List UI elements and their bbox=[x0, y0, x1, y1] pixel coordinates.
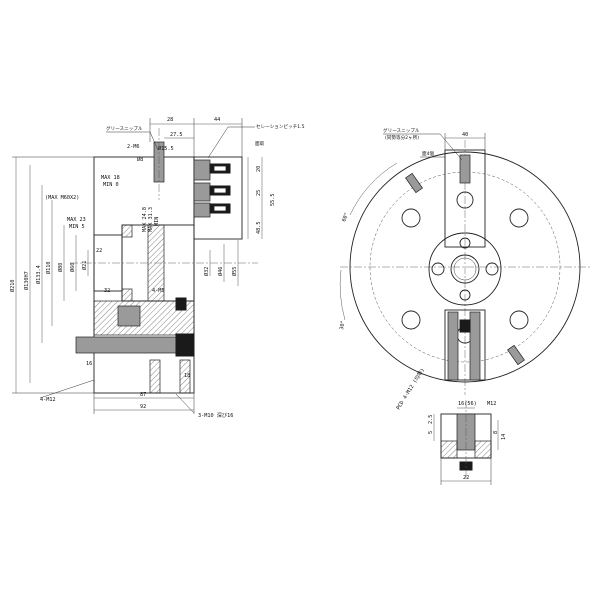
dim-92: 92 bbox=[140, 404, 146, 410]
front-view: グリースニップル (同勢等分2ヶ所) 40 面4個 60° 30° PCD 4-… bbox=[339, 127, 592, 411]
label-32: 32 bbox=[104, 288, 110, 294]
label-1656: 16(56) bbox=[458, 401, 477, 407]
hatched-sleeve-bottom bbox=[121, 288, 133, 302]
label-angle-60: 60° bbox=[341, 212, 350, 223]
label-max23: MAX 23 bbox=[67, 217, 86, 223]
grease-nipple-front-1 bbox=[405, 172, 423, 194]
top-jaw bbox=[444, 149, 486, 248]
label-min5: MIN 5 bbox=[69, 224, 85, 230]
label-18: 18 bbox=[184, 373, 190, 379]
dim-phi21: Ø21 bbox=[81, 261, 88, 270]
label-maxm60: (MAX M60X2) bbox=[45, 195, 79, 201]
label-phi8: Ø8 bbox=[137, 156, 143, 163]
label-3m10: 3-M10 深び16 bbox=[198, 411, 233, 419]
label-4m5: 4-M5 bbox=[152, 288, 165, 294]
gray-jaw-mid bbox=[193, 182, 211, 202]
dim-phi110: Ø110 bbox=[45, 262, 52, 275]
dim-phi133-4: Ø133.4 bbox=[35, 265, 42, 284]
bottom-jaw bbox=[444, 309, 486, 381]
dim-28: 28 bbox=[167, 117, 173, 123]
label-22: 22 bbox=[96, 248, 102, 254]
gray-jaw-top bbox=[193, 159, 211, 181]
screw-2-inner bbox=[213, 187, 227, 194]
body-main bbox=[93, 156, 195, 394]
label-5: 5 bbox=[428, 431, 434, 434]
center-bore bbox=[450, 254, 480, 284]
label-grease-sub: (同勢等分2ヶ所) bbox=[385, 134, 419, 141]
dim-27-5: 27.5 bbox=[170, 132, 183, 138]
label-min: MIN bbox=[154, 217, 160, 226]
dim-phi130h7: Ø130H7 bbox=[23, 271, 30, 290]
bolt-hole-3 bbox=[401, 310, 421, 330]
dim-phi80: Ø80 bbox=[57, 263, 64, 272]
dim-20: 20 bbox=[256, 166, 262, 172]
label-chamfer: 面取 bbox=[255, 141, 265, 147]
gray-jaw-low bbox=[193, 202, 211, 218]
grease-nipple-front-2 bbox=[507, 344, 525, 366]
dim-44: 44 bbox=[214, 117, 220, 123]
label-22-detail: 22 bbox=[463, 475, 469, 481]
label-14: 14 bbox=[501, 434, 507, 440]
label-phi15-5: Ø15.5 bbox=[158, 145, 174, 152]
dim-40: 40 bbox=[462, 132, 468, 138]
side-view: 28 44 27.5 グリースニップル 2-M6 Ø8 Ø15.5 セレーション… bbox=[9, 117, 305, 419]
label-16: 16 bbox=[86, 361, 92, 367]
dim-48-5: 48.5 bbox=[256, 222, 262, 235]
dim-phi55: Ø55 bbox=[231, 267, 238, 276]
dim-phi60: Ø60 bbox=[69, 263, 76, 272]
screw-3-inner bbox=[213, 205, 227, 212]
label-max31-3: MAX 31.3 bbox=[148, 207, 154, 232]
label-m12: M12 bbox=[487, 401, 496, 407]
detail-view: 16(56) M12 2.5 5 8 14 22 bbox=[428, 400, 507, 485]
label-8: 8 bbox=[493, 431, 499, 434]
label-4m12: 4-M12 bbox=[40, 397, 56, 403]
label-grease-side: グリースニップル bbox=[106, 125, 143, 132]
small-screw bbox=[117, 305, 141, 327]
dim-phi46: Ø46 bbox=[217, 267, 224, 276]
label-face: 面4個 bbox=[422, 150, 435, 157]
label-grease-front: グリースニップル bbox=[383, 127, 420, 134]
label-pcd: PCD 4-M12 (均等) bbox=[394, 366, 426, 411]
screw-1-inner bbox=[213, 165, 227, 172]
bottom-bolt-head bbox=[175, 333, 195, 357]
label-min0: MIN 0 bbox=[103, 182, 119, 188]
center-hub bbox=[428, 232, 502, 306]
dim-25: 25 bbox=[256, 190, 262, 196]
label-max24-8: MAX 24.8 bbox=[142, 207, 148, 232]
bolt-hole-1 bbox=[401, 208, 421, 228]
bottom-hole-2 bbox=[179, 359, 191, 394]
label-angle-30: 30° bbox=[339, 320, 347, 330]
bottom-hole-1 bbox=[149, 359, 161, 394]
dim-phi32: Ø32 bbox=[203, 267, 210, 276]
dim-phi210: Ø210 bbox=[9, 280, 16, 293]
label-2-5: 2.5 bbox=[428, 415, 434, 424]
dim-87: 87 bbox=[140, 392, 146, 398]
label-max18: MAX 18 bbox=[101, 175, 120, 181]
small-screw-black bbox=[175, 297, 187, 311]
dim-55-5: 55.5 bbox=[270, 194, 276, 207]
bolt-hole-2 bbox=[509, 208, 529, 228]
label-2m6: 2-M6 bbox=[127, 144, 140, 150]
label-serration: セレーションピッチ1.5 bbox=[256, 124, 305, 130]
bolt-hole-4 bbox=[509, 310, 529, 330]
hatched-sleeve-top bbox=[121, 224, 133, 238]
